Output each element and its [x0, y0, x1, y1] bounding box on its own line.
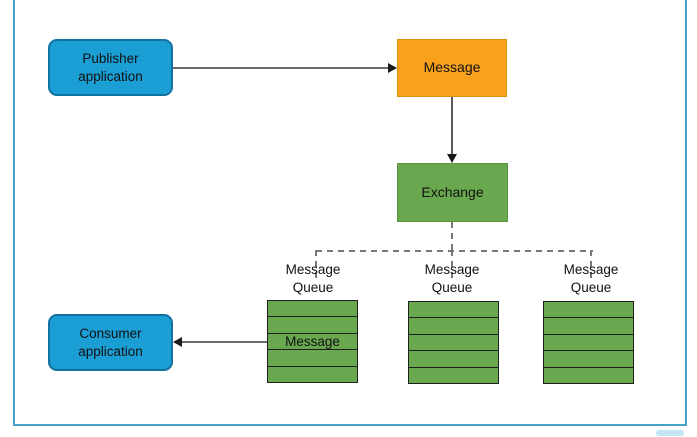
queue2-slot — [409, 351, 498, 368]
arrow-line-queue1-to-consumer — [181, 341, 267, 343]
queue2-slot — [409, 368, 498, 383]
queue2-slot — [409, 318, 498, 335]
queue1-slot — [268, 350, 357, 367]
frame-border-left — [13, 0, 15, 426]
message-node: Message — [397, 39, 507, 97]
queue3-slot — [544, 351, 633, 368]
arrowhead-message-to-exchange — [447, 154, 457, 163]
queue1-message-slot: Message — [268, 334, 357, 351]
dashed-line-fanout-horizontal — [316, 250, 593, 252]
queue1-slot — [268, 367, 357, 382]
consumer-application-node: Consumer application — [48, 314, 173, 371]
arrow-line-publisher-to-message — [173, 67, 389, 69]
frame-border-right — [685, 0, 687, 426]
queue2-slot — [409, 335, 498, 352]
queue2-label: Message Queue — [424, 262, 480, 295]
arrowhead-publisher-to-message — [388, 63, 397, 73]
queue1-slot — [268, 317, 357, 334]
arrowhead-queue1-to-consumer — [173, 337, 182, 347]
queue3-slot — [544, 302, 633, 319]
arrow-line-message-to-exchange — [451, 97, 453, 154]
publisher-application-node: Publisher application — [48, 39, 173, 96]
blue-smudge-artifact — [656, 430, 684, 436]
queue2-slot — [409, 302, 498, 319]
dashed-line-to-queue3 — [590, 250, 592, 281]
queue3-slot — [544, 368, 633, 383]
queue1-slot — [268, 301, 357, 318]
frame-border-bottom — [13, 424, 687, 426]
exchange-node: Exchange — [397, 163, 508, 222]
message-queue-3 — [543, 301, 634, 384]
dashed-line-to-queue1 — [315, 250, 317, 281]
dashed-line-to-queue2 — [451, 250, 453, 281]
dashed-line-exchange-drop — [451, 222, 453, 251]
message-queue-1: Message — [267, 300, 358, 383]
queue1-label: Message Queue — [285, 262, 341, 295]
queue3-slot — [544, 335, 633, 352]
queue3-slot — [544, 318, 633, 335]
queue3-label: Message Queue — [563, 262, 619, 295]
message-queue-2 — [408, 301, 499, 384]
